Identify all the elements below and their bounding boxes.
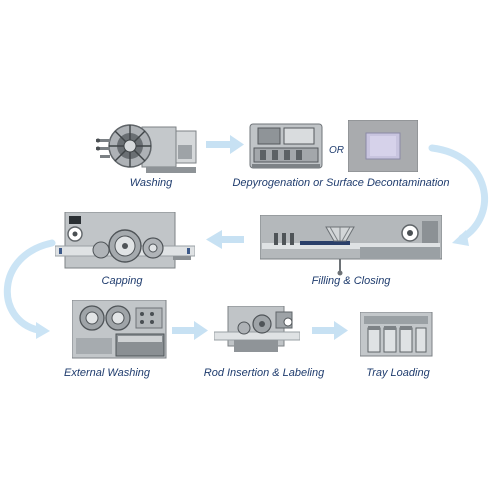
depyrogenation-tunnel-illustration [249,123,323,169]
surface-decontamination-panel-illustration [348,120,418,172]
rod-insertion-labeling-machine-illustration [214,306,300,352]
step-label-filling: Filling & Closing [311,275,391,287]
flow-arrow-icon [172,321,208,340]
step-label-external-washing: External Washing [63,367,151,379]
step-label-rod-insertion: Rod Insertion & Labeling [203,367,325,379]
flow-arrow-icon [206,230,244,249]
curved-flow-arrow-icon [428,144,489,246]
step-label-washing: Washing [129,177,173,189]
curved-flow-arrow-icon [3,239,56,339]
step-label-tray-loading: Tray Loading [366,367,430,379]
flow-arrow-icon [206,135,244,154]
filling-closing-machine-illustration [260,215,442,276]
external-washing-machine-illustration [72,300,167,359]
washing-machine-illustration [96,124,197,173]
or-separator: OR [329,145,344,156]
flow-arrow-icon [312,321,348,340]
step-label-depyrogenation: Depyrogenation or Surface Decontaminatio… [232,177,450,189]
step-label-capping: Capping [101,275,143,287]
tray-loading-machine-illustration [360,312,433,357]
capping-machine-illustration [55,212,195,269]
